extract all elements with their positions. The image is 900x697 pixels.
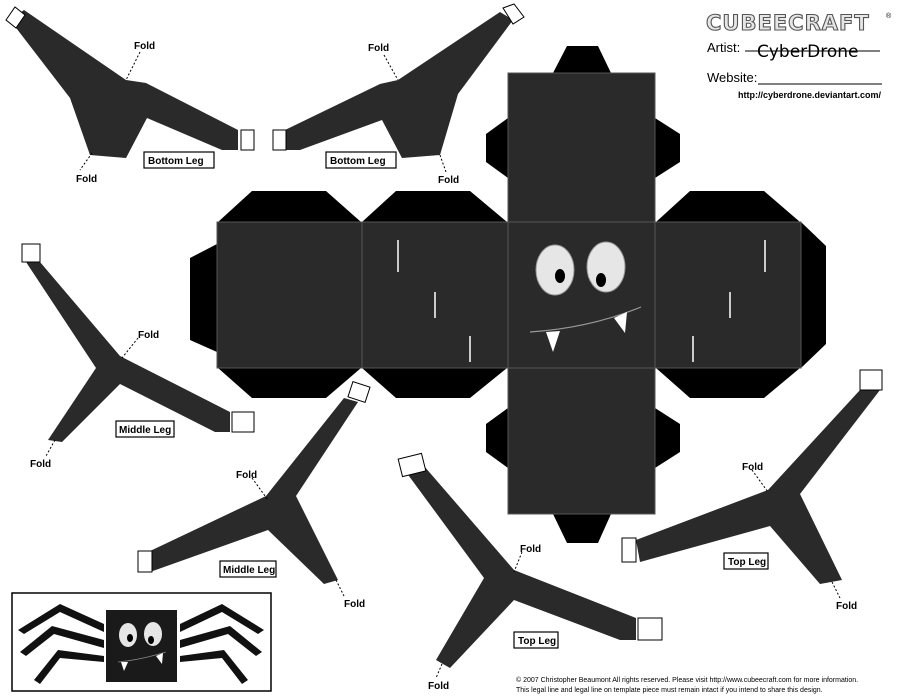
middle-leg-left-tip-end: [231, 411, 255, 433]
copyright-line: © 2007 Christopher Beaumont All rights r…: [516, 676, 858, 684]
bottom-leg-left-tip-end: [240, 129, 255, 151]
tab-bottom-panel-4: [656, 368, 800, 398]
fold-label: Fold: [438, 175, 459, 186]
fold-label: Fold: [742, 462, 763, 473]
top-leg-right-tip-end: [621, 537, 637, 563]
face-front: [507, 221, 656, 369]
top-leg-right: Fold Fold Top Leg: [621, 369, 883, 612]
top-leg-right-shape: [636, 390, 880, 584]
cube-body-net: [190, 46, 826, 543]
tab-right-top-face: [655, 118, 680, 178]
middle-leg-left-shape: [26, 262, 230, 442]
fold-label: Fold: [428, 681, 449, 692]
bottom-leg-right-shape: [285, 12, 513, 158]
left-pupil: [555, 269, 565, 283]
preview-box: [11, 592, 272, 692]
top-leg-left-tip-end: [637, 617, 663, 641]
right-pupil: [596, 273, 606, 287]
bottom-leg-left: Fold Fold Bottom Leg: [5, 6, 255, 185]
tab-bottom-panel-1: [218, 368, 361, 398]
artist-name: CyberDrone: [757, 42, 859, 62]
top-leg-label: Top Leg: [728, 557, 766, 568]
middle-leg-left-tip-top: [21, 243, 41, 263]
top-leg-label: Top Leg: [518, 636, 556, 647]
fold-label: Fold: [76, 174, 97, 185]
fold-label: Fold: [520, 544, 541, 555]
bottom-leg-right: Fold Fold Bottom Leg: [272, 3, 525, 186]
top-leg-left-tip-top: [397, 452, 427, 478]
tab-bottom-panel-2: [362, 368, 507, 398]
middle-leg-left: Fold Fold Middle Leg: [21, 243, 255, 470]
top-leg-right-tip-top: [859, 369, 883, 391]
top-leg-left-shape: [406, 466, 636, 668]
bottom-leg-left-tip-top: [5, 6, 26, 29]
artist-label: Artist:: [707, 40, 740, 55]
leg-slots: [397, 240, 766, 362]
face-bottom: [507, 367, 656, 515]
middle-leg-right-tip-top: [347, 380, 371, 404]
bottom-leg-label: Bottom Leg: [330, 156, 386, 167]
face-panel-4: [654, 221, 802, 369]
cubeecraft-logo: CUBEECRAFT: [706, 11, 870, 35]
bottom-leg-label: Bottom Leg: [148, 156, 204, 167]
tab-left-bottom-face: [486, 408, 508, 468]
bottom-leg-right-tip-end: [272, 129, 287, 151]
fold-label: Fold: [134, 41, 155, 52]
website-url: http://cyberdrone.deviantart.com/: [738, 90, 882, 100]
middle-leg-right: Fold Fold Middle Leg: [137, 380, 371, 610]
header: CUBEECRAFT ® Artist: CyberDrone Website:…: [705, 10, 892, 100]
tab-bottom-base: [553, 514, 611, 543]
tab-left-panel-1: [190, 244, 217, 352]
spider-face: [529, 241, 642, 352]
bottom-leg-right-tip-top: [502, 3, 525, 25]
tab-top-panel-1: [218, 191, 361, 222]
legal-line: This legal line and legal line on templa…: [516, 687, 823, 694]
mouth: [529, 306, 642, 333]
face-top: [507, 72, 656, 223]
preview-body: [106, 610, 177, 682]
middle-leg-right-tip-end: [137, 550, 153, 573]
registered-mark: ®: [886, 12, 892, 20]
fold-label: Fold: [236, 470, 257, 481]
face-panel-1: [216, 221, 363, 369]
fold-label: Fold: [138, 330, 159, 341]
fold-label: Fold: [344, 599, 365, 610]
tab-top-panel-4: [656, 191, 800, 222]
tab-top-head: [553, 46, 611, 73]
middle-leg-label: Middle Leg: [119, 425, 171, 436]
tab-right-bottom-face: [655, 408, 680, 468]
fold-label: Fold: [836, 601, 857, 612]
right-fang: [614, 312, 627, 333]
fold-label: Fold: [30, 459, 51, 470]
tab-top-panel-2: [362, 191, 507, 222]
top-leg-left: Fold Fold Top Leg: [397, 452, 663, 692]
website-label: Website:: [707, 70, 757, 85]
tab-right-panel-4: [801, 222, 826, 368]
right-eye: [586, 241, 626, 293]
left-fang: [546, 331, 560, 352]
middle-leg-label: Middle Leg: [223, 565, 275, 576]
left-eye: [535, 244, 575, 296]
tab-left-top-face: [486, 118, 508, 178]
middle-leg-right-shape: [148, 398, 358, 584]
bottom-leg-left-shape: [10, 10, 238, 158]
fold-label: Fold: [368, 43, 389, 54]
